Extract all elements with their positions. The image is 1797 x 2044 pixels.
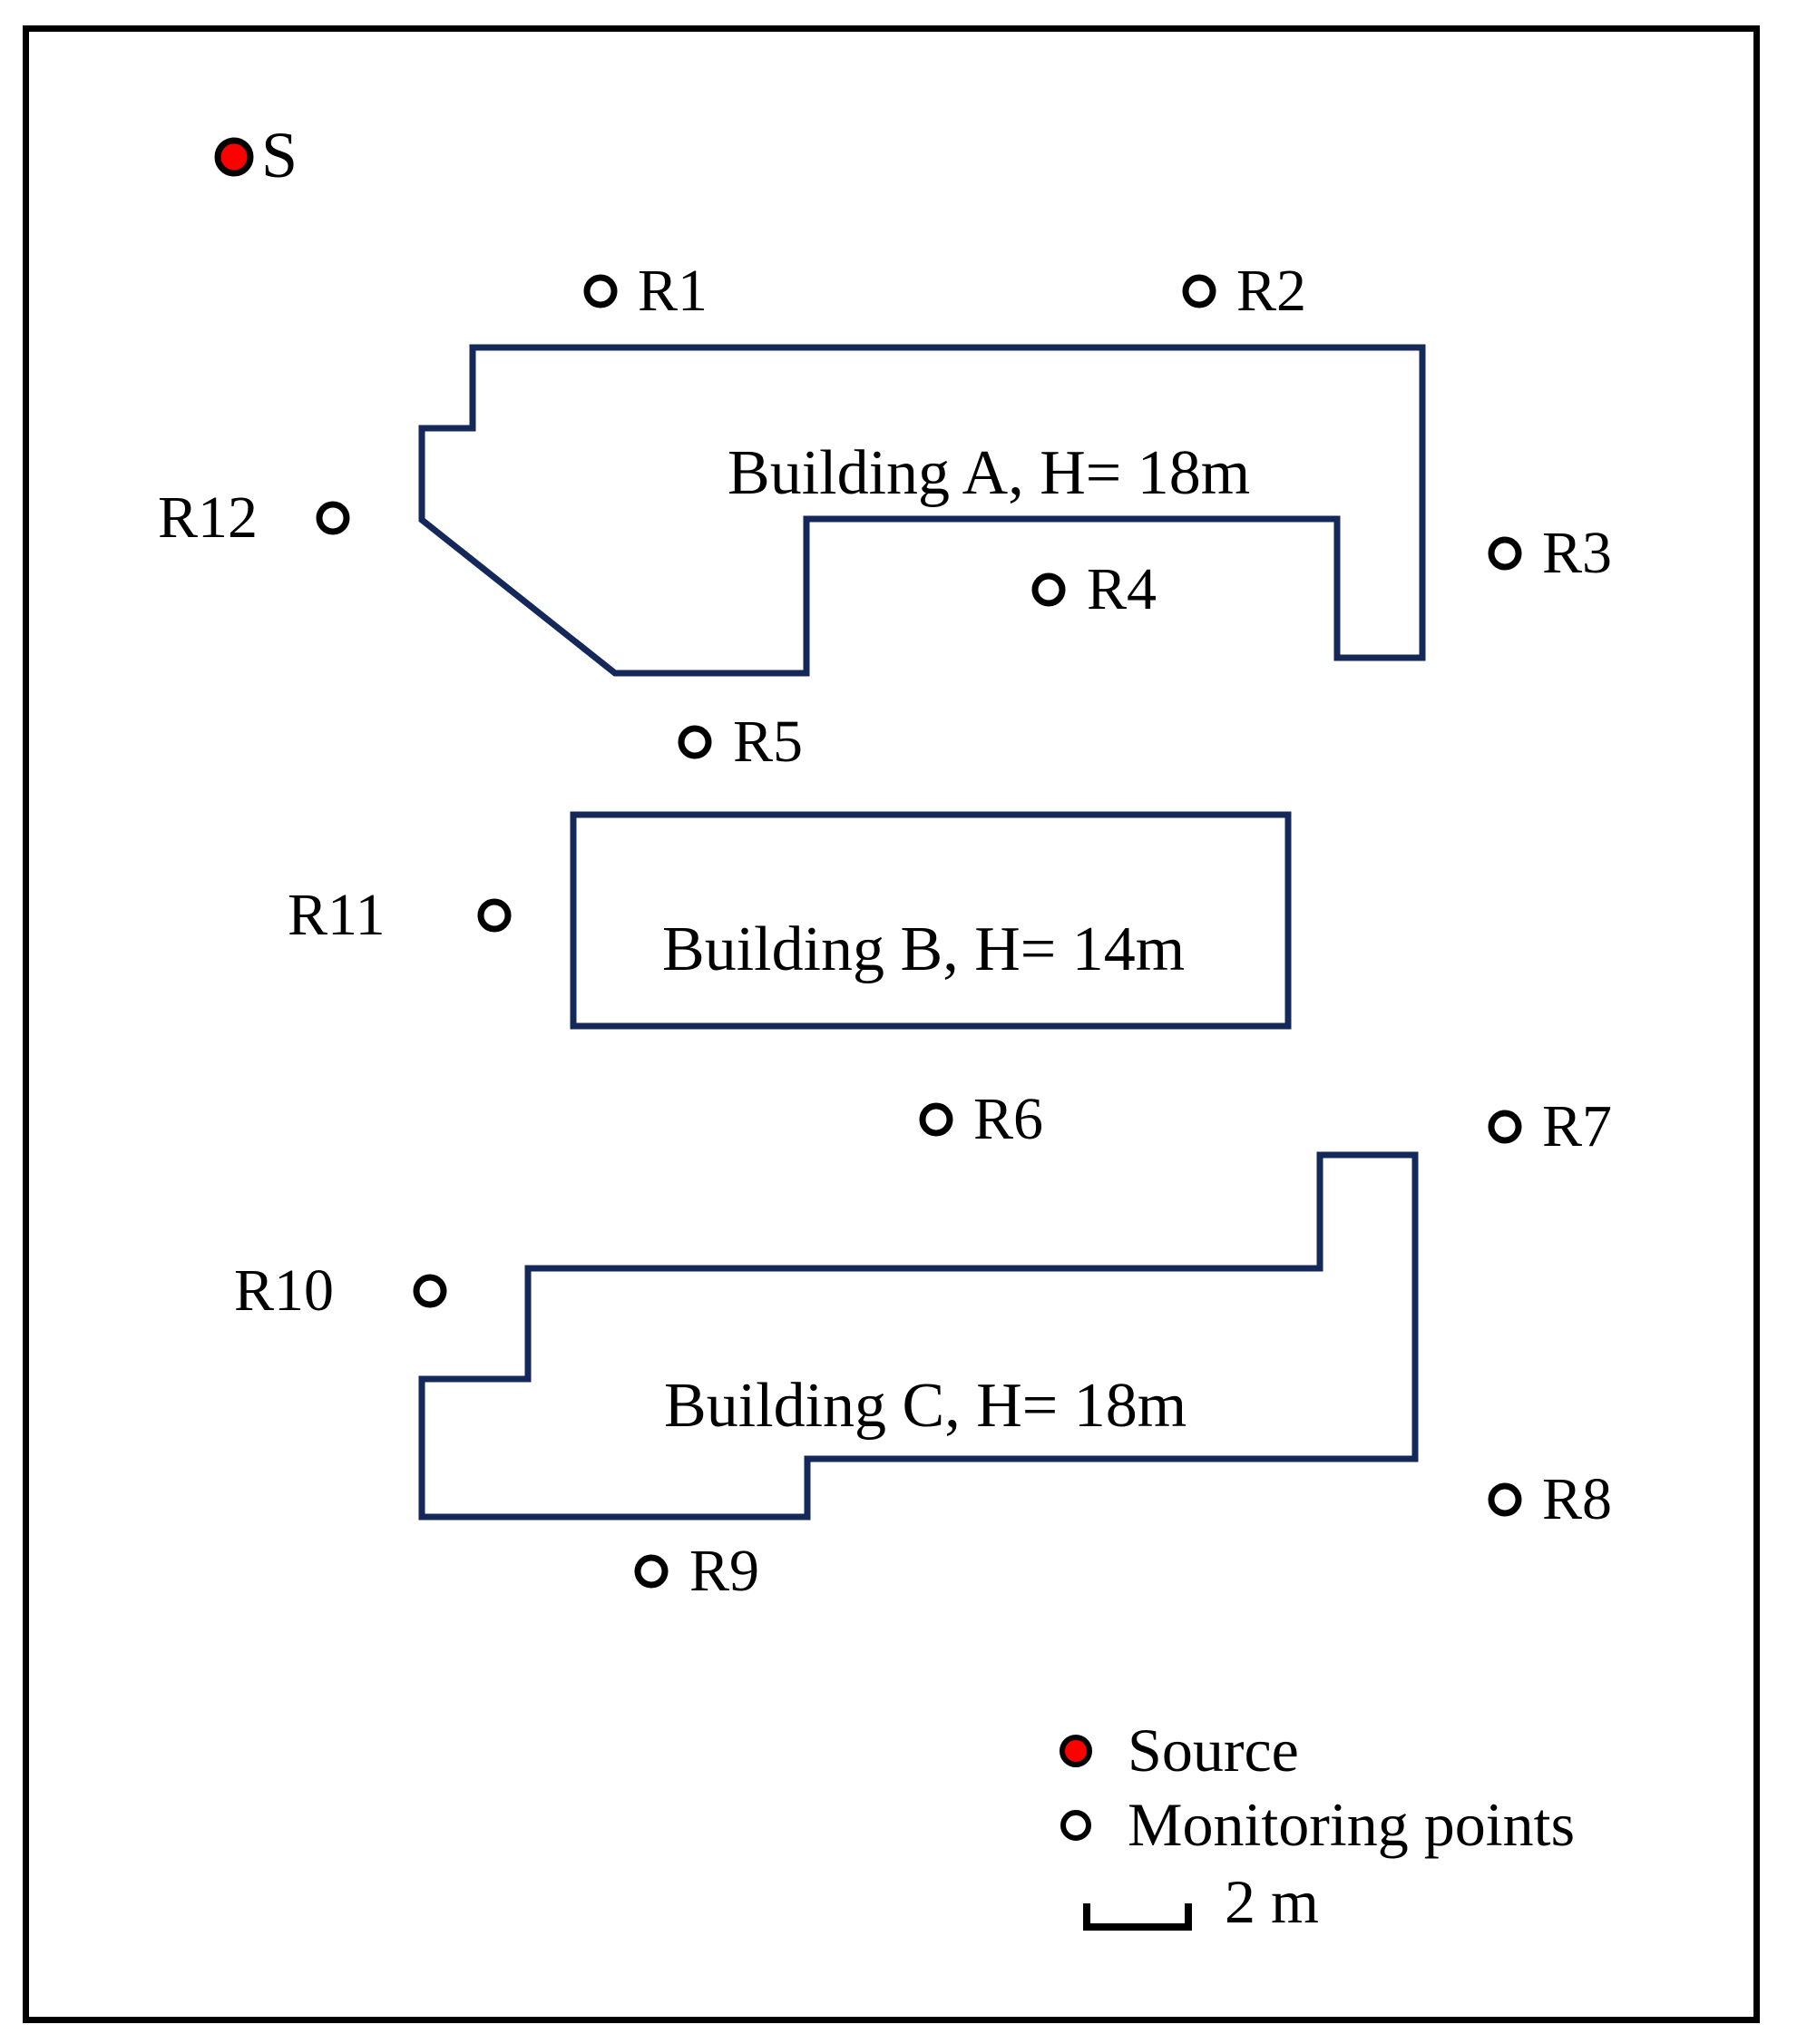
monitoring-point-label-r7: R7 — [1542, 1093, 1613, 1159]
building-outline-c — [418, 1151, 1419, 1521]
monitoring-point-label-r5: R5 — [733, 709, 804, 775]
marker-group — [214, 137, 1522, 1589]
monitoring-point-icon-r1 — [583, 274, 618, 308]
monitoring-point-icon-r7 — [1488, 1110, 1522, 1144]
source-label: S — [261, 119, 298, 191]
monitoring-point-label-r4: R4 — [1087, 556, 1157, 622]
monitoring-point-icon-r9 — [634, 1554, 669, 1589]
monitoring-point-label-r8: R8 — [1542, 1466, 1613, 1532]
scale-bar-label: 2 m — [1225, 1867, 1319, 1936]
building-label-b: Building B, H= 14m — [662, 914, 1186, 984]
monitoring-point-label-r1: R1 — [638, 258, 708, 324]
building-outline-group — [418, 344, 1426, 1521]
monitoring-point-label-r11: R11 — [288, 882, 386, 948]
legend-graphics-group — [1060, 1735, 1192, 1931]
building-label-a: Building A, H= 18m — [728, 438, 1251, 508]
monitoring-point-icon-r10 — [413, 1274, 447, 1308]
monitoring-point-icon-r3 — [1488, 536, 1522, 571]
monitoring-point-label-r3: R3 — [1542, 520, 1613, 586]
building-label-c: Building C, H= 18m — [664, 1371, 1187, 1441]
monitoring-point-label-r6: R6 — [973, 1086, 1044, 1152]
legend-monitoring-label: Monitoring points — [1128, 1790, 1576, 1859]
building-outline-a — [418, 344, 1426, 677]
monitoring-point-icon-r11 — [477, 898, 512, 933]
monitoring-point-icon-r5 — [678, 725, 712, 759]
monitoring-point-icon-r2 — [1182, 274, 1216, 308]
monitoring-point-icon-r6 — [919, 1102, 953, 1137]
figure-border — [23, 25, 1760, 2023]
source-marker-icon — [214, 137, 254, 177]
monitoring-point-icon-r4 — [1031, 572, 1066, 607]
scale-bar-icon — [1083, 1903, 1192, 1931]
monitoring-point-label-r9: R9 — [689, 1538, 760, 1604]
building-outline-b — [570, 811, 1292, 1030]
monitoring-point-icon-r12 — [316, 501, 350, 535]
monitoring-point-label-r10: R10 — [234, 1257, 335, 1324]
legend-source-label: Source — [1128, 1716, 1299, 1785]
legend-monitoring-icon — [1060, 1810, 1091, 1841]
legend-source-icon — [1060, 1735, 1092, 1767]
monitoring-point-icon-r8 — [1488, 1482, 1522, 1517]
monitoring-point-label-r12: R12 — [158, 484, 259, 551]
monitoring-point-label-r2: R2 — [1236, 258, 1307, 324]
